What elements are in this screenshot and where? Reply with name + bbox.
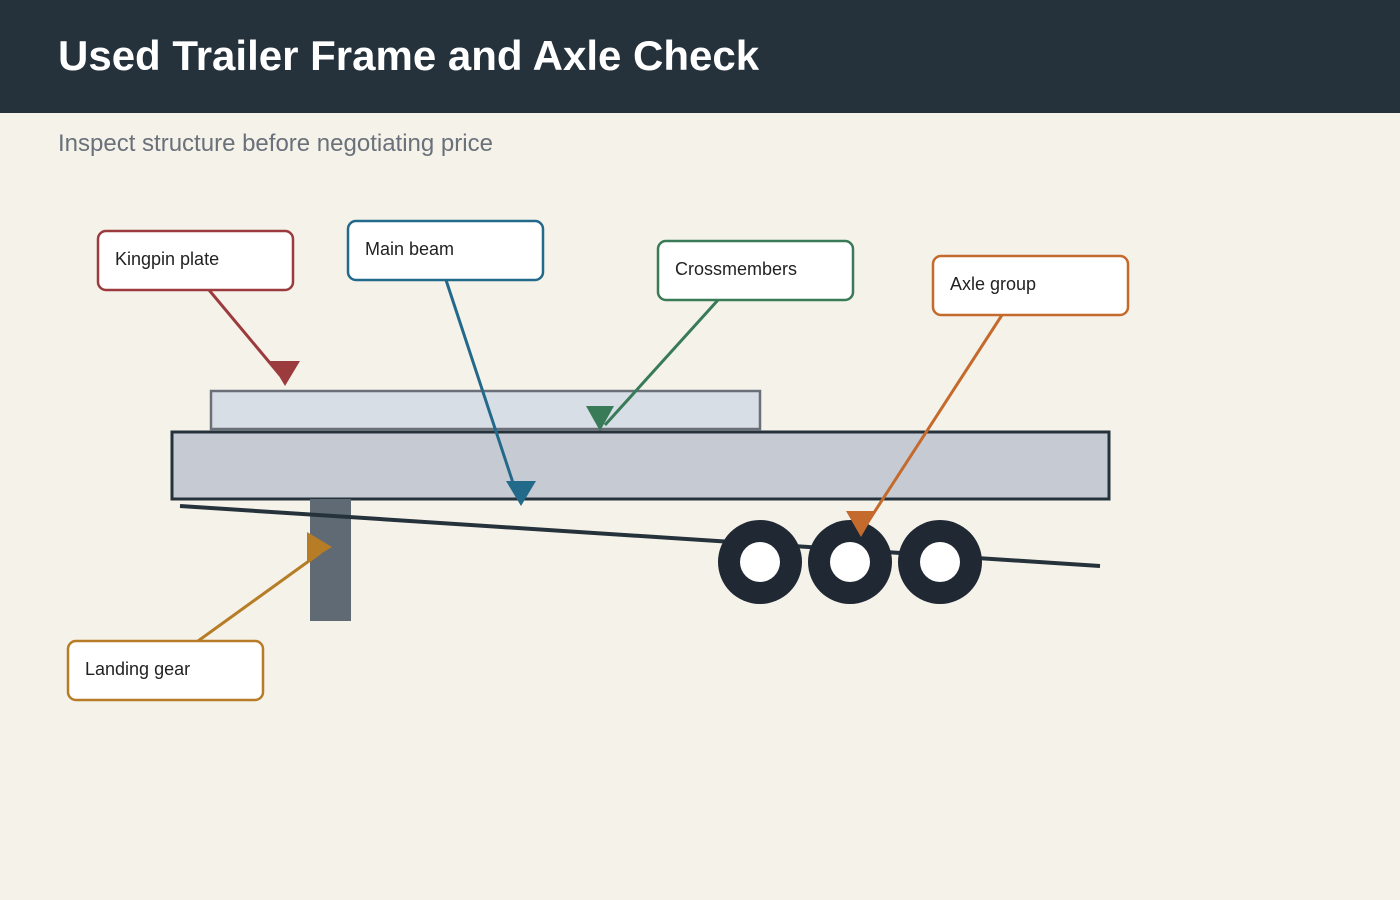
callout-box xyxy=(66,639,265,702)
trailer-illustration xyxy=(170,389,1111,621)
callout-label: Kingpin plate xyxy=(115,249,219,269)
callout-leader xyxy=(864,314,1004,526)
callout-leader xyxy=(444,279,519,496)
callout-leader xyxy=(207,289,282,376)
callout-axle-group: Axle group xyxy=(846,254,1130,537)
wheel xyxy=(808,520,892,604)
landing-gear-leg xyxy=(310,499,351,621)
callout-crossmembers: Crossmembers xyxy=(586,239,855,431)
callout-leader xyxy=(197,551,321,643)
arrow-head-icon xyxy=(506,481,536,506)
wheel xyxy=(718,520,802,604)
callout-box xyxy=(346,219,545,282)
callout-label: Main beam xyxy=(365,239,454,259)
arrow-head-icon xyxy=(270,361,300,386)
callout-label: Axle group xyxy=(950,274,1036,294)
callout-main-beam: Main beam xyxy=(346,219,545,506)
callout-box xyxy=(931,254,1130,317)
callout-leader xyxy=(603,298,720,427)
page-subtitle: Inspect structure before negotiating pri… xyxy=(58,130,493,157)
main-frame xyxy=(170,430,1111,501)
arrow-head-icon xyxy=(846,511,876,537)
callout-kingpin-plate: Kingpin plate xyxy=(96,229,300,386)
page-title: Used Trailer Frame and Axle Check xyxy=(58,32,760,79)
callout-box xyxy=(656,239,855,302)
callout-label: Landing gear xyxy=(85,659,190,679)
callout-box xyxy=(96,229,295,292)
header-bar: Used Trailer Frame and Axle Check xyxy=(0,0,1400,113)
wheel xyxy=(898,520,982,604)
arrow-head-icon xyxy=(307,532,332,562)
callout-landing-gear: Landing gear xyxy=(66,532,332,702)
arrow-head-icon xyxy=(586,406,614,431)
callout-label: Crossmembers xyxy=(675,259,797,279)
